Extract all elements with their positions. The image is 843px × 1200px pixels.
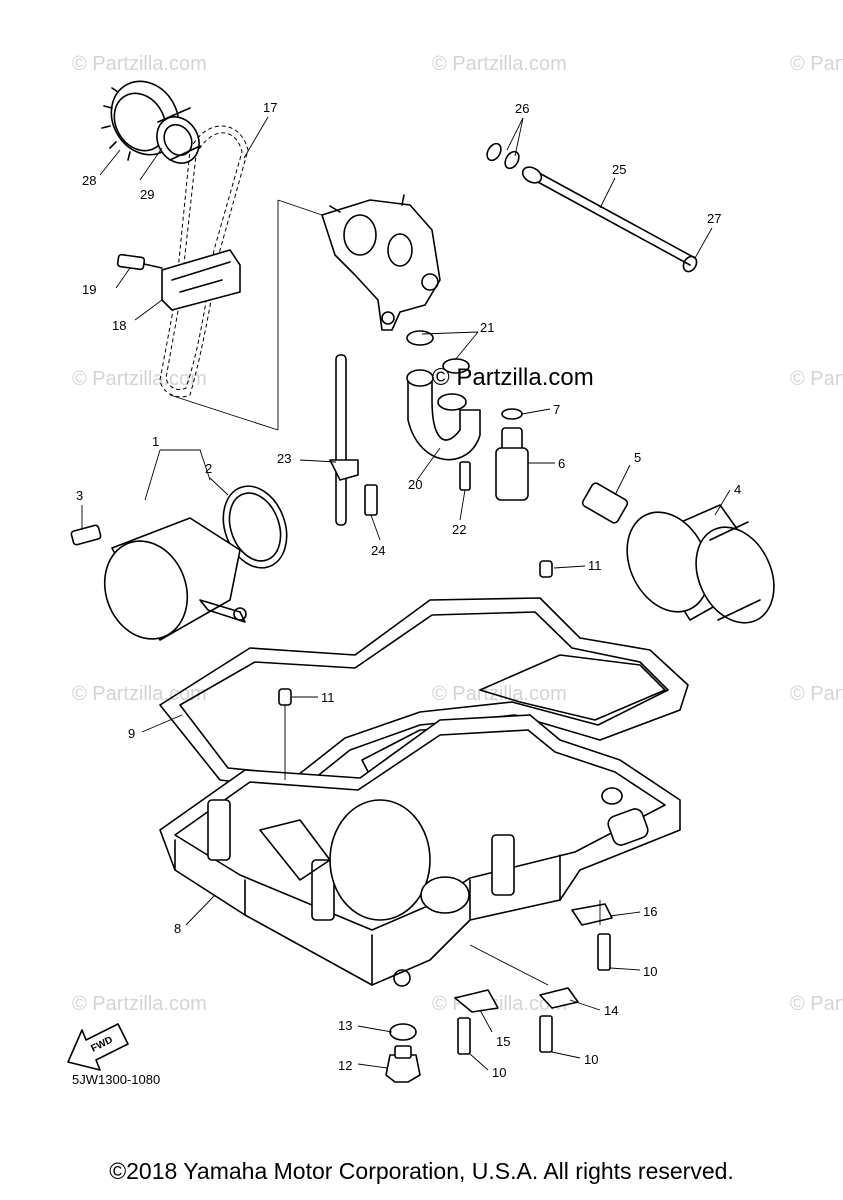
callout-25: 25: [612, 162, 626, 177]
callout-16: 16: [643, 904, 657, 919]
pump-assembly-frame: [169, 199, 323, 431]
leader-lines: [81, 116, 731, 1071]
callout-28: 28: [82, 173, 96, 188]
oil-pan: [159, 714, 681, 987]
strainer-pipe: [486, 142, 698, 273]
callout-23: 23: [277, 451, 291, 466]
oil-filter: [626, 504, 775, 624]
callout-20: 20: [408, 477, 422, 492]
watermark: © Partzilla.com: [432, 53, 567, 75]
callout-11: 11: [588, 558, 602, 573]
union-bolt: [581, 482, 629, 524]
dowel-pin: [278, 688, 292, 706]
callout-15: 15: [496, 1034, 510, 1049]
callout-9: 9: [128, 726, 135, 741]
fwd-arrow-icon: FWD: [67, 1023, 129, 1071]
bolt-22: [459, 461, 471, 491]
watermark: © Partzilla.com: [790, 993, 843, 1015]
callout-6: 6: [558, 456, 565, 471]
callout-18: 18: [112, 318, 126, 333]
copyright-footer: ©2018 Yamaha Motor Corporation, U.S.A. A…: [109, 1158, 734, 1184]
oil-pump: [321, 194, 441, 331]
watermark: © Partzilla.com: [72, 993, 207, 1015]
callout-2: 2: [205, 461, 212, 476]
callout-13: 13: [338, 1018, 352, 1033]
callout-10: 10: [492, 1065, 506, 1080]
bolt-24: [364, 484, 378, 516]
callouts: 1 2 3 4 5 6 7 8 9 10 10 10 11 11 12 13 1…: [76, 100, 741, 1080]
callout-22: 22: [452, 522, 466, 537]
watermark-center: © Partzilla.com: [432, 364, 594, 391]
watermark: © Partzilla.com: [790, 368, 843, 390]
watermark: © Partzilla.com: [790, 683, 843, 705]
callout-10: 10: [584, 1052, 598, 1067]
callout-29: 29: [140, 187, 154, 202]
oil-pipe: [406, 369, 481, 461]
watermark: © Partzilla.com: [790, 53, 843, 75]
drive-chain: [159, 125, 249, 398]
chain-guide: [116, 249, 241, 311]
drain-plug: [385, 1023, 421, 1083]
pipe-rod: [329, 354, 359, 526]
dowel-pin: [539, 560, 553, 578]
callout-7: 7: [553, 402, 560, 417]
callout-24: 24: [371, 543, 385, 558]
callout-3: 3: [76, 488, 83, 503]
drive-sprocket: [101, 80, 201, 164]
callout-19: 19: [82, 282, 96, 297]
callout-21: 21: [480, 320, 494, 335]
callout-11: 11: [321, 690, 335, 705]
callout-1: 1: [152, 434, 159, 449]
oil-cooler: [70, 485, 288, 641]
callout-26: 26: [515, 101, 529, 116]
callout-12: 12: [338, 1058, 352, 1073]
bolts-and-brackets: [454, 903, 613, 1055]
diagram-code: 5JW1300-1080: [72, 1072, 160, 1087]
watermark: © Partzilla.com: [432, 683, 567, 705]
watermark: © Partzilla.com: [72, 53, 207, 75]
watermark: © Partzilla.com: [72, 368, 207, 390]
callout-4: 4: [734, 482, 741, 497]
callout-17: 17: [263, 100, 277, 115]
watermarks: © Partzilla.com © Partzilla.com © Partzi…: [72, 53, 843, 1015]
watermark: © Partzilla.com: [72, 683, 207, 705]
callout-14: 14: [604, 1003, 618, 1018]
callout-8: 8: [174, 921, 181, 936]
callout-5: 5: [634, 450, 641, 465]
callout-10: 10: [643, 964, 657, 979]
callout-27: 27: [707, 211, 721, 226]
relief-valve: [495, 408, 529, 501]
